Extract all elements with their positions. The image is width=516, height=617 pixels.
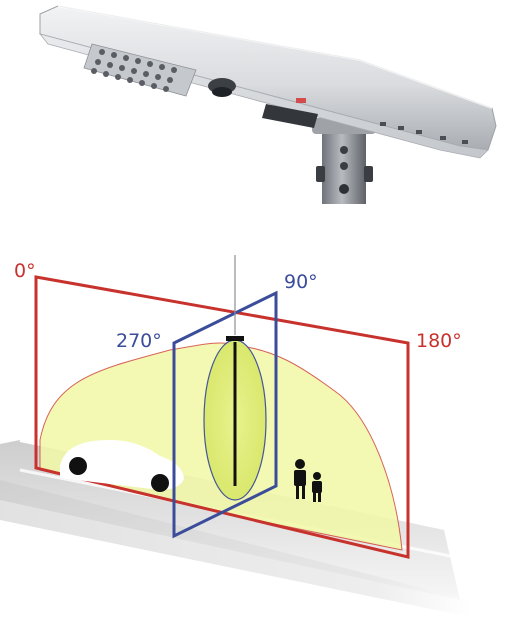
luminaire-body: [38, 5, 497, 159]
plane-90-270: [172, 290, 278, 539]
connector-icon: [380, 122, 468, 144]
light-distribution-diagram: 0° 90° 270° 180°: [0, 255, 501, 617]
label-angle-180: 180°: [416, 330, 462, 352]
led-module: [83, 43, 197, 97]
pedestrians-icon: [294, 459, 322, 502]
pole: [312, 118, 376, 204]
pole-bolt-icon: [339, 184, 349, 194]
plane-0-180: [34, 275, 410, 559]
solar-street-light: [38, 5, 497, 204]
pole-bolt-icon: [340, 146, 348, 154]
sensor-module-icon: [262, 98, 318, 128]
car-icon: [60, 440, 184, 492]
label-angle-0: 0°: [14, 260, 36, 282]
pole-bolt-icon: [340, 162, 348, 170]
camera-icon: [208, 78, 236, 97]
label-angle-90: 90°: [284, 271, 318, 293]
luminaire-marker-icon: [226, 336, 244, 341]
label-angle-270: 270°: [116, 330, 162, 352]
